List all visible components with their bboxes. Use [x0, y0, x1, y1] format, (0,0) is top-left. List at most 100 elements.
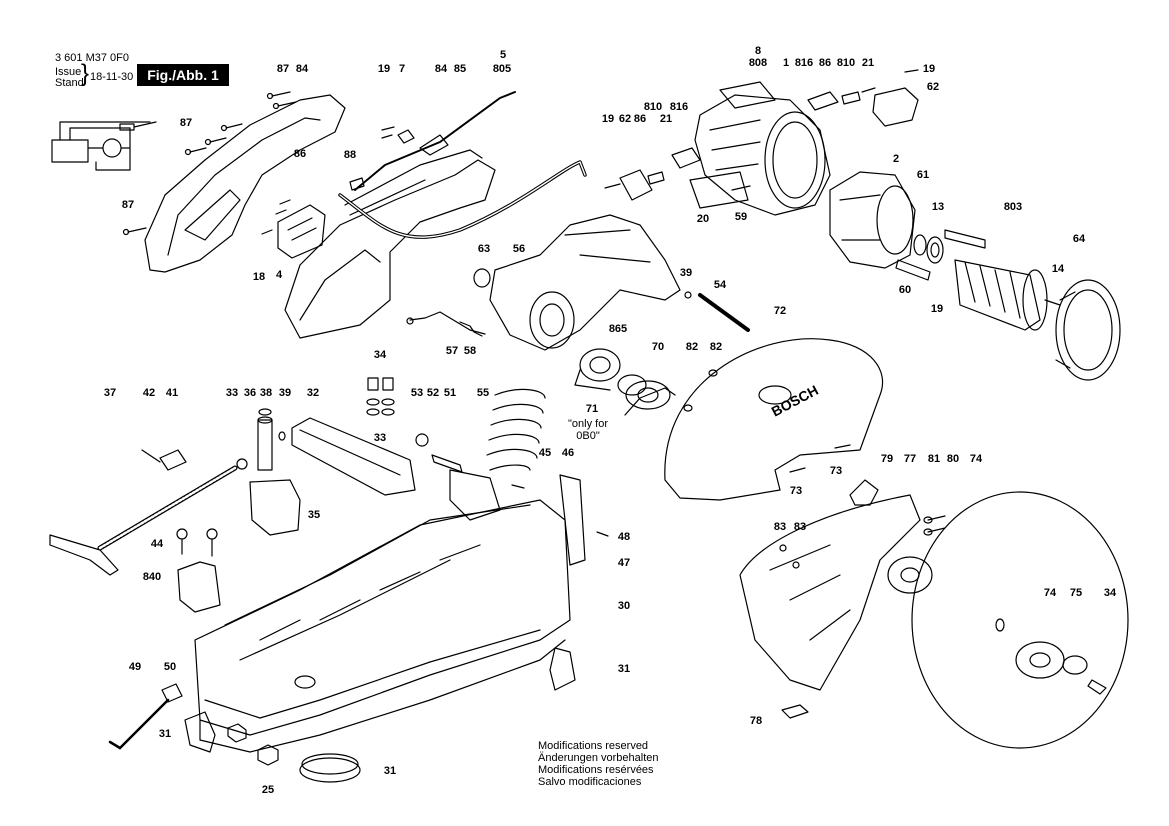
- part-number-label: 87: [122, 199, 134, 211]
- part-number-label: 39: [279, 387, 291, 399]
- header-brace: }: [81, 60, 90, 87]
- power-cable: [338, 91, 587, 239]
- bushing-50: [161, 683, 183, 703]
- part-number-label: 840: [143, 571, 161, 583]
- foot-31-right: [549, 647, 576, 691]
- part-number-label: 51: [444, 387, 456, 399]
- part-number-label: 31: [618, 663, 630, 675]
- variant-note-line1: "only for: [568, 418, 608, 430]
- part-number-label: 88: [344, 149, 356, 161]
- part-number-label: 62: [927, 81, 939, 93]
- part-number-label: 74: [970, 453, 983, 465]
- part-number-label: 87: [277, 63, 289, 75]
- part-number-label: 57: [446, 345, 458, 357]
- part-number-label: 19: [923, 63, 935, 75]
- part-number-label: 44: [151, 538, 164, 550]
- part-number-label: 4: [276, 269, 283, 281]
- part-number-label: 85: [454, 63, 466, 75]
- part-number-label: 1: [783, 57, 789, 69]
- document-number: 3 601 M37 0F0: [55, 52, 129, 64]
- vise-spindle-37: [49, 465, 238, 576]
- part-number-label: 45: [539, 447, 551, 459]
- part-number-label: 816: [795, 57, 813, 69]
- part-number-label: 30: [618, 600, 630, 612]
- part-number-label: 82: [710, 341, 722, 353]
- part-number-label: 84: [296, 63, 309, 75]
- handle-shell-left: [144, 94, 346, 273]
- spindle-54: [698, 293, 750, 332]
- variant-note-line2: 0B0": [576, 430, 600, 442]
- part-number-label: 60: [899, 284, 911, 296]
- part-number-label: 805: [493, 63, 511, 75]
- switch-4: [261, 199, 326, 259]
- modifications-en: Modifications reserved: [538, 740, 649, 752]
- part-number-label: 54: [714, 279, 727, 291]
- part-number-label: 37: [104, 387, 116, 399]
- lock-pin-57: [406, 311, 486, 337]
- bolt-34: [1087, 679, 1107, 695]
- bolt-36: [257, 408, 273, 471]
- bearing-865: [574, 348, 621, 391]
- part-number-label: 62: [619, 113, 631, 125]
- foot-31-left: [184, 711, 216, 753]
- armature-803: [954, 259, 1061, 331]
- part-number-label: 87: [180, 117, 192, 129]
- washer-75: [1062, 655, 1088, 675]
- blade-guard-72: [664, 338, 884, 501]
- part-number-label: 33: [226, 387, 238, 399]
- part-number-label: 53: [411, 387, 423, 399]
- part-number-label: 21: [660, 113, 672, 125]
- part-number-label: 70: [652, 341, 664, 353]
- nut-25b: [227, 723, 247, 743]
- variant-note: "only for 0B0": [568, 418, 608, 442]
- part-number-label: 58: [464, 345, 476, 357]
- part-number-label: 7: [399, 63, 405, 75]
- part-number-label: 34: [1104, 587, 1117, 599]
- part-number-label: 82: [686, 341, 698, 353]
- knob-79: [849, 479, 879, 506]
- part-number-label: 78: [750, 715, 762, 727]
- part-number-label: 810: [837, 57, 855, 69]
- part-number-label: 808: [749, 57, 767, 69]
- bearings-61-13: [913, 229, 986, 264]
- brush-holder-upper: [807, 69, 919, 127]
- label-20: [689, 171, 749, 209]
- part-number-label: 61: [917, 169, 929, 181]
- clamp-840: [176, 528, 221, 613]
- part-number-label: 79: [881, 453, 893, 465]
- part-number-label: 73: [790, 485, 802, 497]
- part-number-label: 75: [1070, 587, 1082, 599]
- handle-grip: [284, 149, 496, 339]
- part-number-label: 86: [294, 148, 306, 160]
- part-number-label: 25: [262, 784, 274, 796]
- screws-87: [122, 91, 297, 236]
- part-number-label: 31: [384, 765, 396, 777]
- issue-date: 18-11-30: [90, 71, 134, 83]
- part-number-label: 72: [774, 305, 786, 317]
- motor-housing-1: [694, 94, 831, 216]
- nut-25: [257, 744, 279, 766]
- part-number-label: 55: [477, 387, 489, 399]
- part-number-label: 13: [932, 201, 944, 213]
- inner-flange-74: [887, 556, 933, 594]
- part-number-label: 50: [164, 661, 176, 673]
- part-number-label: 41: [166, 387, 178, 399]
- modifications-es: Salvo modificaciones: [538, 776, 642, 788]
- part-number-label: 36: [244, 387, 256, 399]
- part-number-label: 49: [129, 661, 141, 673]
- lower-guard-77: [739, 494, 921, 691]
- part-number-label: 19: [378, 63, 390, 75]
- part-number-label: 64: [1073, 233, 1086, 245]
- part-number-label: 20: [697, 213, 709, 225]
- gear-housing-56: [489, 214, 681, 351]
- modifications-de: Änderungen vorbehalten: [538, 752, 659, 764]
- cable-clamp-88: [349, 177, 365, 191]
- modifications-notice: Modifications reserved Änderungen vorbeh…: [538, 740, 658, 788]
- washer-82a: [683, 404, 693, 412]
- hex-key-49: [118, 698, 170, 750]
- bracket-60: [895, 259, 931, 281]
- washer-33: [236, 458, 248, 470]
- part-number-label: 803: [1004, 201, 1022, 213]
- part-number-label: 42: [143, 387, 155, 399]
